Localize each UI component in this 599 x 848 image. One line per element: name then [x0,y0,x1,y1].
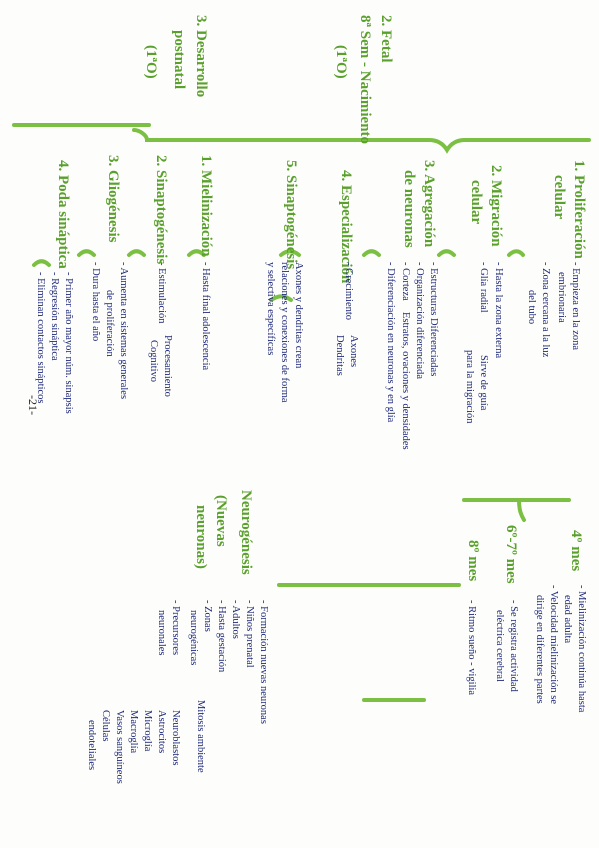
fetal-item-5-line-1: Axones y dendritas crean [293,262,304,369]
postnatal-item-3-line-3: - Dura hasta el año [90,262,101,342]
neuro-cell-4: Macroglía [128,710,139,754]
postnatal-item-2-line-1: - Estimulación [156,262,167,324]
postnatal-item-3-title: 3. Gliogénesis [105,155,121,243]
fetal-item-2-line-3: Sirve de guía [478,355,489,411]
month-6-7-title: 6º-7º mes [503,525,519,584]
page-number: -21- [26,395,40,415]
fetal-item-3-line-1: - Estructuras Diferenciadas [428,262,439,377]
month-4-title: 4º mes [568,530,584,572]
fetal-item-1-title: 1. Proliferación [571,160,587,259]
fetal-item-2-line-4: para la migración [464,350,475,424]
fetal-item-3-title-2: de neuronas [401,170,417,248]
month-4-line-3: - Velocidad mielinización se [548,585,559,705]
fetal-item-2-title-2: celular [468,180,484,225]
fetal-item-4-line-1: - Crecimiento [343,262,354,321]
postnatal-item-4-title: 4. Poda sináptica [55,160,71,269]
section-postnatal-number: (1ªO) [143,45,159,79]
fetal-item-3-line-2: - Organización diferenciada [414,262,425,379]
fetal-item-1-line-3: - Zona cercana a la luz [540,262,551,358]
postnatal-item-2-line-2: Procesamiento [162,335,173,397]
neuro-line-6: neurogénicas [188,610,199,666]
neuro-cell-6: Células [100,710,111,742]
section-fetal-subtitle: 8ª Sem - Nacimiento [357,15,373,145]
month-6-7-line-1: - Se registra actividad [508,600,519,692]
neuro-line-3: - Adultos [230,600,241,639]
postnatal-item-4-line-2: - Regresión sináptica [49,272,60,361]
neuro-line-8: - Precursores [170,600,181,656]
fetal-item-1-line-1: - Empieza en la zona [570,262,581,351]
month-6-7-line-2: eléctrica cerebral [494,610,505,682]
fetal-item-1-line-2: embrionaria [556,272,567,323]
month-4-line-2: edad adulta [562,595,573,644]
fetal-item-2-title: 2. Migración [488,165,504,247]
fetal-item-2-line-1: - Hasta la zona externa [493,262,504,359]
postnatal-item-1-title: 1. Mielinización [198,155,214,257]
neuro-line-4: - Hasta gestación [216,600,227,673]
postnatal-item-4-line-3: - Eliminan contactos sinápticos [35,272,46,404]
fetal-item-1-title-2: celular [551,175,567,220]
month-4-line-4: dirige en diferentes partes [534,595,545,704]
neuro-title-3: neuronas) [193,505,209,569]
neuro-cell-3: Microglía [142,710,153,752]
month-8-line-1: - Ritmo sueño - vigilia [466,600,477,696]
postnatal-item-3-line-2: de proliferación [104,290,115,357]
fetal-item-5-line-2: relaciones y conexiones de forma [279,262,290,403]
fetal-item-1-line-4: del tubo [526,290,537,325]
neuro-cell-2: Astrocitos [156,710,167,754]
neuro-line-2: - Niños prenatal [244,600,255,668]
postnatal-item-4-line-1: - Primer año mayor núm. sinapsis [63,272,74,414]
fetal-item-3-line-5: - Diferenciación en neuronas y en glía [385,262,396,423]
fetal-item-3-line-4: Estratos, ovaciones y densidades [400,312,411,450]
postnatal-item-2-line-3: Cognitivo [148,340,159,383]
fetal-item-4-line-2: Axones [348,335,359,368]
postnatal-item-1-line-1: - Hasta final adolescencia [200,262,211,371]
section-fetal-title: 2. Fetal [378,15,394,63]
neuro-cell-7: endoteliales [86,720,97,771]
postnatal-item-2-title: 2. Sinaptogénesis [153,155,169,265]
month-4-line-1: - Mielinización continúa hasta [576,585,587,713]
neuro-line-9: neuronales [156,610,167,656]
postnatal-item-3-line-1: - Aumenta en sistemas generales [118,262,129,400]
fetal-item-4-line-3: Dendritas [334,335,345,376]
section-postnatal-title: 3. Desarrollo [193,15,209,98]
neuro-cell-5: Vasos sanguíneos [114,710,125,784]
neuro-line-7: Mitosis ambiente [195,700,206,773]
fetal-item-3-title: 3. Agregación [421,160,437,248]
neuro-title: Neurogénesis [238,490,254,575]
neuro-line-1: - Formación nuevas neuronas [258,600,269,724]
fetal-item-3-line-3: - Corteza [400,262,411,301]
fetal-item-5-title: 5. Sinaptogénesis [283,160,299,270]
neuro-cell-1: Neuroblastos [170,710,181,766]
neuro-title-2: (Nuevas [213,495,229,547]
month-8-title: 8º mes [465,540,481,582]
section-fetal-number: (1ªO) [333,45,349,79]
fetal-item-2-line-2: - Glía radial [478,262,489,313]
fetal-item-5-line-3: y selectiva específicas [265,262,276,356]
neuro-line-5: - Zonas [202,600,213,632]
section-postnatal-title-2: postnatal [171,30,187,90]
